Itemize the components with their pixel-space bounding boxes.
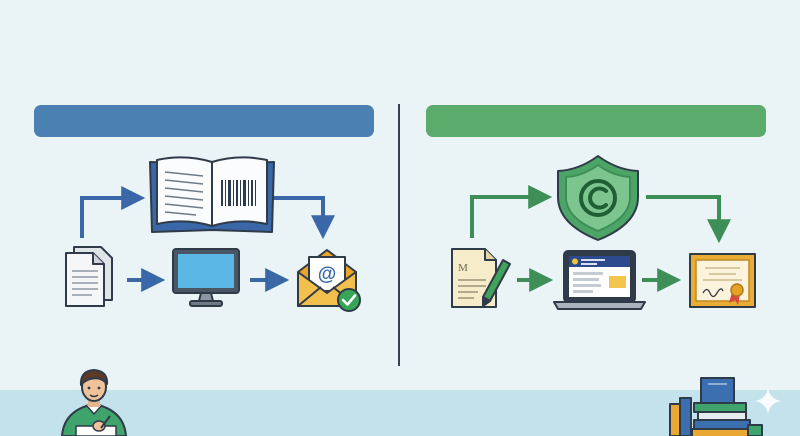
sparkle-icon <box>755 388 781 414</box>
arrow-book-to-email <box>268 196 335 240</box>
computer-monitor-icon <box>172 248 240 307</box>
student-writing-illustration <box>61 369 127 436</box>
arrow-manuscript-to-shield <box>470 185 553 238</box>
seal-icon <box>729 283 744 305</box>
svg-text:@: @ <box>318 264 337 285</box>
floor-band <box>0 390 800 436</box>
manuscript-pen-icon: M <box>451 248 511 308</box>
document-stack-icon <box>65 246 113 307</box>
arrow-docs-to-book <box>80 186 146 238</box>
arrow-shield-to-certificate <box>646 195 731 244</box>
book-stack-illustration <box>669 377 763 436</box>
certificate-icon <box>689 253 756 308</box>
right-section-banner <box>426 105 766 137</box>
laptop-webpage-icon <box>553 250 646 310</box>
open-book-barcode-icon <box>149 156 275 233</box>
email-envelope-check-icon: @ <box>297 249 361 312</box>
barcode-icon <box>221 180 256 206</box>
left-section-banner <box>34 105 374 137</box>
section-divider <box>398 104 400 366</box>
pen-icon <box>482 259 511 307</box>
svg-text:M: M <box>458 262 468 274</box>
copyright-shield-icon <box>557 155 639 241</box>
